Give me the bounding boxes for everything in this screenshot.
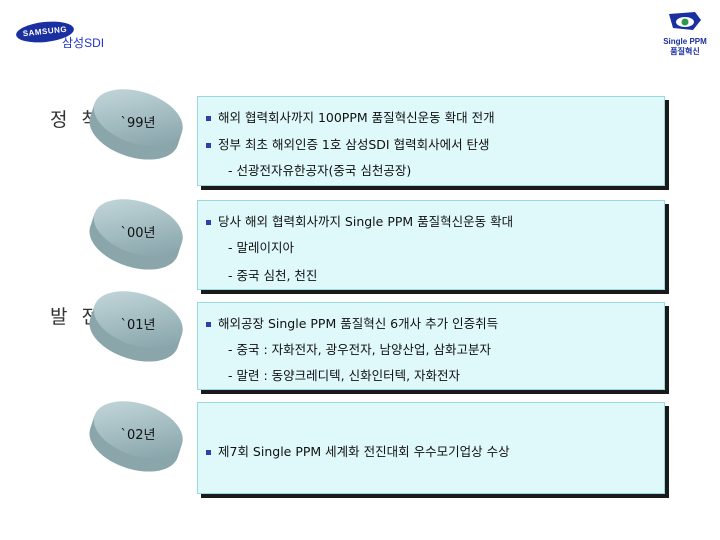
bullet-item: 제7회 Single PPM 세계화 전진대회 우수모기업상 수상 xyxy=(206,441,510,460)
sub-item: - 말레이지아 xyxy=(228,237,294,256)
logo-subtitle: 삼성SDI xyxy=(62,36,105,50)
disk-shape xyxy=(89,89,183,160)
sub-item: - 중국 심천, 천진 xyxy=(228,265,317,284)
year-disk: `01년 xyxy=(86,290,190,364)
bullet-item: 해외 협력회사까지 100PPM 품질혁신운동 확대 전개 xyxy=(206,107,495,126)
item-text: - 말련 : 동양크레디텍, 신화인터텍, 자화전자 xyxy=(228,368,461,383)
eye-hand-icon xyxy=(669,12,701,30)
single-ppm-logo: Single PPM 품질혁신 xyxy=(660,10,710,57)
year-label: `01년 xyxy=(120,318,156,333)
year-label: `00년 xyxy=(120,226,156,241)
item-text: - 말레이지아 xyxy=(228,240,294,255)
sub-item: - 중국 : 자화전자, 광우전자, 남양산업, 삼화고분자 xyxy=(228,339,491,358)
item-text: 당사 해외 협력회사까지 Single PPM 품질혁신운동 확대 xyxy=(218,214,514,229)
item-text: 제7회 Single PPM 세계화 전진대회 우수모기업상 수상 xyxy=(218,444,510,459)
bullet-item: 당사 해외 협력회사까지 Single PPM 품질혁신운동 확대 xyxy=(206,211,513,230)
disk-shape xyxy=(89,291,183,362)
side-label-develop: 발 전 xyxy=(50,306,103,328)
year-label: `02년 xyxy=(120,428,156,443)
bullet-item: 정부 최초 해외인증 1호 삼성SDI 협력회사에서 탄생 xyxy=(206,134,490,153)
year-detail-box: 당사 해외 협력회사까지 Single PPM 품질혁신운동 확대 - 말레이지아… xyxy=(197,200,665,290)
square-bullet-icon xyxy=(206,322,211,327)
sub-item: - 선광전자유한공자(중국 심천공장) xyxy=(228,160,411,179)
year-disk: `02년 xyxy=(86,400,190,474)
item-text: - 중국 심천, 천진 xyxy=(228,268,318,283)
year-disk: `99년 xyxy=(86,88,190,162)
year-detail-box: 제7회 Single PPM 세계화 전진대회 우수모기업상 수상 xyxy=(197,402,665,494)
ppm-logo-line2: 품질혁신 xyxy=(670,47,700,56)
sub-item: - 말련 : 동양크레디텍, 신화인터텍, 자화전자 xyxy=(228,365,460,384)
item-text: - 선광전자유한공자(중국 심천공장) xyxy=(228,163,412,178)
item-text: - 중국 : 자화전자, 광우전자, 남양산업, 삼화고분자 xyxy=(228,342,491,357)
bullet-item: 해외공장 Single PPM 품질혁신 6개사 추가 인증취득 xyxy=(206,313,498,332)
item-text: 해외 협력회사까지 100PPM 품질혁신운동 확대 전개 xyxy=(218,110,495,125)
square-bullet-icon xyxy=(206,220,211,225)
disk-shape xyxy=(89,199,183,270)
side-label-settle: 정 착 xyxy=(50,109,103,131)
item-text: 해외공장 Single PPM 품질혁신 6개사 추가 인증취득 xyxy=(218,316,499,331)
year-detail-box: 해외공장 Single PPM 품질혁신 6개사 추가 인증취득 - 중국 : 자… xyxy=(197,302,665,390)
ppm-logo-line1: Single PPM xyxy=(663,37,707,46)
square-bullet-icon xyxy=(206,450,211,455)
year-disk: `00년 xyxy=(86,198,190,272)
year-label: `99년 xyxy=(120,116,156,131)
item-text: 정부 최초 해외인증 1호 삼성SDI 협력회사에서 탄생 xyxy=(218,137,490,152)
square-bullet-icon xyxy=(206,143,211,148)
square-bullet-icon xyxy=(206,116,211,121)
disk-shape xyxy=(89,401,183,472)
